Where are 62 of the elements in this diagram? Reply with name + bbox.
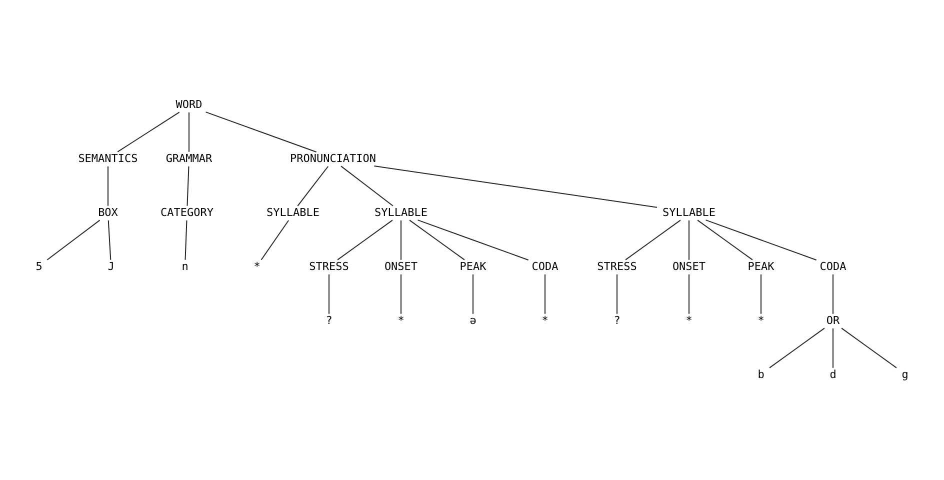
connector: [417, 220, 529, 260]
node-text: STRESS: [597, 260, 637, 273]
connector: [188, 112, 190, 152]
connector: [297, 166, 329, 206]
connector: [46, 220, 100, 260]
connector: [688, 220, 690, 260]
node-text: GRAMMAR: [166, 152, 212, 165]
node-text: SYLLABLE: [374, 206, 428, 219]
node-text: SEMANTICS: [78, 152, 138, 165]
node-text: *: [542, 314, 548, 327]
node-text: SYLLABLE: [662, 206, 716, 219]
node-text: *: [398, 314, 404, 327]
node-text: g: [902, 368, 908, 381]
connector: [340, 166, 394, 206]
node-text: SYLLABLE: [266, 206, 320, 219]
node-text: 5: [36, 260, 42, 273]
node-text: PRONUNCIATION: [290, 152, 376, 165]
connector: [697, 220, 753, 260]
connector: [108, 220, 112, 260]
connector: [337, 220, 393, 260]
node-text: STRESS: [309, 260, 349, 273]
connector: [625, 220, 681, 260]
connector: [205, 112, 317, 152]
node-text: CODA: [532, 260, 558, 273]
node-text: *: [758, 314, 764, 327]
node-text: ?: [326, 314, 332, 327]
connector: [769, 328, 825, 368]
node-text: CODA: [820, 260, 846, 273]
connector: [328, 274, 330, 314]
connector: [472, 274, 474, 314]
connector: [832, 274, 834, 314]
connector: [841, 328, 897, 368]
node-text: d: [830, 368, 836, 381]
node-text: WORD: [176, 98, 202, 111]
connector: [616, 274, 618, 314]
node-text: PEAK: [460, 260, 486, 273]
connector: [400, 274, 402, 314]
connector: [760, 274, 762, 314]
node-text: ?: [614, 314, 620, 327]
node-text: *: [254, 260, 260, 273]
node-text: J: [108, 260, 114, 273]
node-text: *: [686, 314, 692, 327]
connector: [400, 220, 402, 260]
connector: [374, 166, 658, 208]
connector: [544, 274, 546, 314]
connector: [832, 328, 834, 368]
connector: [705, 220, 817, 260]
node-text: b: [758, 368, 764, 381]
node-text: ONSET: [672, 260, 706, 273]
node-text: PEAK: [748, 260, 774, 273]
node-text: BOX: [98, 206, 118, 219]
connector: [260, 220, 290, 260]
node-text: ə: [470, 314, 476, 327]
connector: [184, 220, 188, 260]
connector: [117, 112, 180, 152]
node-text: ONSET: [384, 260, 418, 273]
node-text: CATEGORY: [160, 206, 214, 219]
connector: [688, 274, 690, 314]
connector: [186, 166, 190, 206]
node-text: OR: [826, 314, 840, 327]
node-text: n: [182, 260, 188, 273]
connector: [409, 220, 465, 260]
